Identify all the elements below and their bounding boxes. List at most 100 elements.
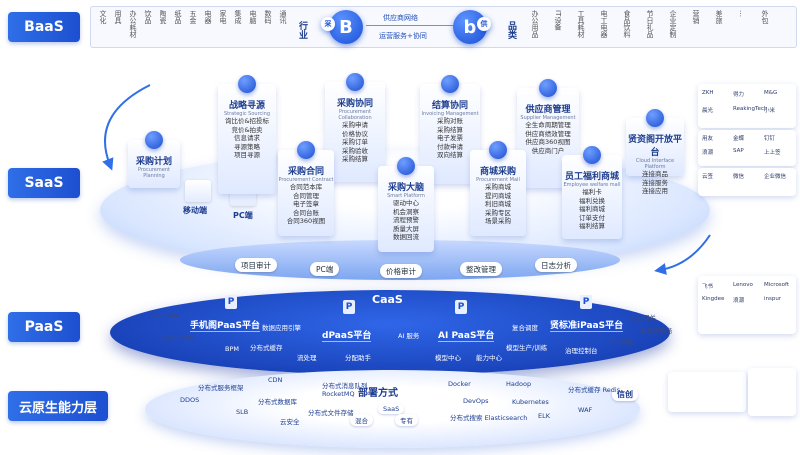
mobile-label: 移动端 — [183, 206, 207, 215]
deploy-mode: 专有 — [395, 414, 418, 426]
module-feature: 供应商绩效管理 — [525, 129, 571, 138]
partner-card-bottom — [698, 168, 796, 196]
deploy-mode: SaaS — [378, 404, 405, 414]
baas-left-item: 陶瓷 — [159, 10, 167, 24]
audit-pill: PC端 — [310, 262, 340, 276]
paas-item: 数据应用引擎 — [262, 324, 301, 332]
partner-card-cloud — [668, 372, 746, 412]
module-subtitle: Procurement Contract — [278, 177, 334, 183]
cloud-item: Docker — [448, 380, 471, 388]
module-feature: 福利卡 — [582, 188, 602, 196]
baas-left-item: 用具 — [114, 10, 122, 24]
audit-pill: 项目审计 — [235, 258, 277, 272]
baas-right-item: 工具耗材 — [577, 10, 585, 38]
partner-logo-top: ZKH — [702, 90, 714, 96]
partner-card-mid — [698, 130, 796, 166]
b-left-bubble: B — [329, 10, 363, 44]
paas-main-platform: dPaaS平台 — [322, 328, 372, 342]
module-feature: 采购专区 — [485, 208, 511, 217]
paas-main-platform: 贤标准iPaaS平台 — [550, 318, 624, 332]
baas-left-item: 纸品 — [174, 10, 182, 24]
module-feature: 竞价&拍卖 — [231, 125, 263, 134]
baas-left-item: 电器 — [204, 10, 212, 24]
module-feature: 采购结算 — [437, 125, 463, 134]
module-title: 采购大脑 — [387, 183, 424, 193]
module-feature: 流程预警 — [393, 216, 419, 224]
paas-main-platform: AI PaaS平台 — [438, 328, 495, 342]
b-left-letter: B — [339, 16, 353, 38]
module-subtitle: Employee welfare mall — [563, 182, 621, 188]
module-feature: 驱动中心 — [393, 199, 419, 207]
module-subtitle: Invoicing Management — [421, 111, 479, 117]
partner-logo-mid: SAP — [733, 148, 744, 154]
partner-logo-bottom: 浪潮 — [733, 298, 745, 304]
module-title: 商城采购 — [479, 167, 516, 177]
partner-logo-bottom: Lenovo — [733, 282, 753, 288]
baas-right-item: 营销 — [692, 10, 700, 24]
layer-label-baas: BaaS — [8, 12, 80, 42]
partner-logo-top: 晨光 — [702, 108, 714, 114]
cloud-item: 分布式文件存储 — [308, 409, 354, 417]
partner-card-top — [698, 84, 796, 128]
module-feature: 场景采购 — [485, 217, 511, 225]
module-icon — [297, 141, 315, 159]
baas-left-item: 通讯 — [279, 10, 287, 24]
network-line — [366, 25, 461, 26]
module-feature: 机会洞察 — [393, 207, 419, 216]
module-feature: 电子发票 — [437, 134, 463, 142]
baas-right-item: 企业定制 — [669, 10, 677, 38]
module-title: 采购计划 — [135, 157, 172, 167]
module-icon — [441, 75, 459, 93]
module-icon — [646, 109, 664, 127]
baas-left-item: 文化 — [99, 10, 107, 24]
baas-right-item: 外包 — [761, 10, 769, 24]
paas-platform — [110, 290, 670, 375]
paas-item: 复合调度 — [512, 324, 538, 332]
module-subtitle: Procurement Mall — [476, 177, 520, 183]
layer-label-paas: PaaS — [8, 312, 80, 342]
partner-logo-mid: 上上签 — [764, 150, 781, 156]
cloud-item: 分布式消息队列 RocketMQ — [322, 382, 368, 398]
module-feature: 双向结算 — [437, 151, 463, 159]
paas-item: AI 服务 — [398, 332, 420, 340]
partner-card-paas — [698, 276, 796, 334]
flow-arrows — [102, 84, 711, 275]
cloud-item: 分布式缓存 Redis — [568, 386, 621, 394]
partner-logo-bottom: inspur — [764, 296, 782, 302]
paas-p-badge: P — [455, 300, 467, 314]
module-title: 采购协同 — [336, 99, 373, 109]
module-feature: 质量大屏 — [393, 224, 419, 233]
audit-pill: 价格审计 — [380, 264, 422, 278]
layer-label-cloud: 云原生能力层 — [8, 391, 108, 421]
module-title: 贤资阁开放平台 — [627, 135, 682, 158]
module-subtitle: Cloud Interface Platform — [635, 158, 675, 170]
module-title: 采购合同 — [287, 167, 324, 177]
partner-logo-top: 小米 — [764, 108, 776, 114]
paas-item: BPM — [225, 345, 239, 353]
module-feature: 采购申请 — [342, 121, 368, 129]
module-feature: 连接服务 — [642, 178, 668, 187]
cloud-item: 云安全 — [280, 418, 300, 426]
audit-pill: 整改管理 — [460, 262, 502, 276]
paas-item: 分布式缓存 — [250, 344, 283, 352]
partner-card-cloud-right — [748, 368, 796, 416]
baas-right-label: 品类 — [506, 21, 516, 39]
module-feature: 提问商城 — [485, 191, 511, 200]
deploy-title: 部署方式 — [358, 388, 398, 399]
module-subtitle: Strategic Sourcing — [223, 111, 271, 117]
paas-item: No Code — [152, 312, 180, 320]
partner-logo-top: ReakingTech — [733, 106, 768, 112]
module-feature: 寻源策略 — [234, 142, 260, 151]
module-title: 战略寻源 — [228, 101, 265, 111]
module-feature: 采购验收 — [342, 146, 368, 155]
cloud-item: Hadoop — [506, 380, 532, 388]
deploy-mode: 混合 — [350, 414, 373, 426]
partner-logo-top: 得力 — [733, 92, 745, 98]
b-left-tag: 采 — [321, 17, 335, 31]
